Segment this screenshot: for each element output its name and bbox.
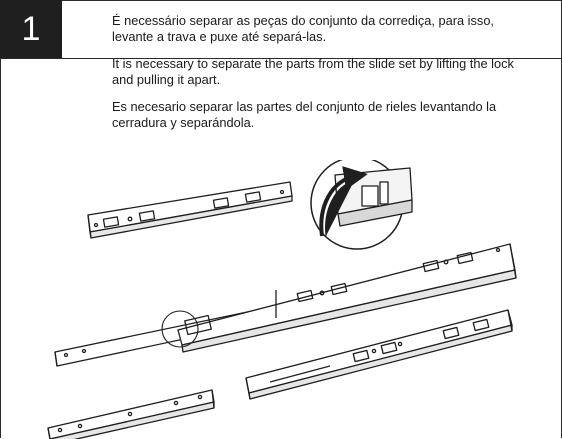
instruction-text-block: É necessário separar as peças do conjunt… xyxy=(112,13,532,142)
inner-rail-drawing xyxy=(87,181,293,239)
step-number: 1 xyxy=(21,9,41,48)
header-divider xyxy=(0,58,561,59)
outer-rail-drawing xyxy=(47,389,215,439)
step-number-badge: 1 xyxy=(0,0,62,58)
slide-assembly-drawing xyxy=(54,243,517,367)
slide-separation-illustration xyxy=(47,160,517,439)
instruction-english: It is necessary to separate the parts fr… xyxy=(112,56,514,87)
middle-rail-drawing xyxy=(245,309,513,400)
lock-detail-circle xyxy=(310,160,413,250)
instruction-portuguese: É necessário separar as peças do conjunt… xyxy=(112,13,494,44)
instruction-spanish: Es necesario separar las partes del conj… xyxy=(112,99,497,130)
